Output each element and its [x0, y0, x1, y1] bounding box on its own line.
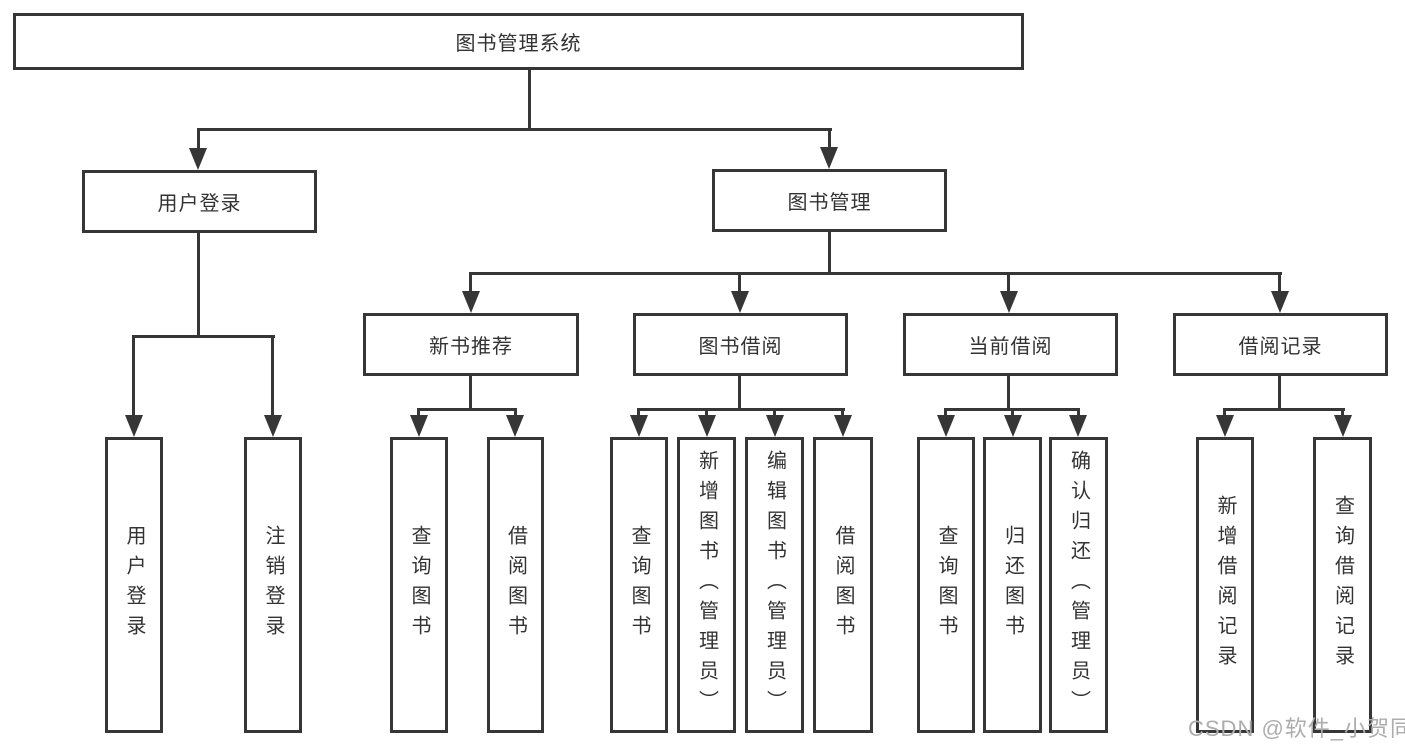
connector-borrow-records-branch	[1223, 408, 1345, 411]
leaf-borrow-books-rec-label: 借阅图书	[504, 525, 527, 645]
connector-root-trunk	[528, 69, 531, 128]
leaf-query-borrow-record-label: 查询借阅记录	[1331, 495, 1354, 675]
connector-e1-drop	[1223, 408, 1226, 418]
connector-borrow-records-trunk	[1278, 376, 1281, 408]
leaf-logout-label: 注销登录	[262, 525, 284, 645]
connector-login-leaf1-drop	[132, 335, 135, 420]
leaf-return-books: 归还图书	[983, 437, 1042, 733]
connector-borrow-records-drop	[1278, 272, 1281, 295]
connector-new-rec-branch	[417, 408, 517, 411]
leaf-confirm-return-admin-label: 确认归还（管理员）	[1067, 450, 1090, 720]
leaf-add-books-admin-label: 新增图书（管理员）	[695, 450, 718, 720]
connector-book-mgmt-trunk	[828, 232, 831, 272]
leaf-return-books-label: 归还图书	[1001, 525, 1024, 645]
connector-c4-drop	[841, 408, 844, 418]
connector-b2-drop	[514, 408, 517, 418]
connector-book-borrow-branch	[637, 408, 845, 411]
connector-e2-drop	[1341, 408, 1344, 418]
leaf-user-login: 用户登录	[105, 437, 163, 733]
arrowhead-user-login	[189, 148, 207, 170]
leaf-query-books-current: 查询图书	[917, 437, 975, 733]
connector-user-login-branch	[132, 335, 275, 338]
leaf-borrow-books-rec: 借阅图书	[487, 437, 544, 733]
connector-user-login-trunk	[197, 233, 200, 335]
node-library-management-system: 图书管理系统	[13, 13, 1024, 70]
connector-c2-drop	[705, 408, 708, 418]
connector-level3-branch	[469, 272, 1282, 275]
node-new-book-recommend: 新书推荐	[363, 313, 579, 376]
node-user-login: 用户登录	[82, 170, 317, 233]
connector-c1-drop	[637, 408, 640, 418]
leaf-query-borrow-record: 查询借阅记录	[1313, 437, 1372, 733]
arrowhead-d3	[1069, 415, 1087, 437]
arrowhead-book-mgmt	[820, 147, 838, 169]
arrowhead-current-borrow	[1000, 291, 1018, 313]
leaf-logout: 注销登录	[244, 437, 302, 733]
arrowhead-e1	[1216, 415, 1234, 437]
leaf-user-login-label: 用户登录	[123, 525, 145, 645]
leaf-borrow-books-label: 借阅图书	[832, 525, 854, 645]
arrowhead-b1	[410, 415, 428, 437]
leaf-edit-books-admin: 编辑图书（管理员）	[745, 437, 804, 733]
arrowhead-d2	[1004, 415, 1022, 437]
arrowhead-book-borrow	[731, 291, 749, 313]
leaf-query-books-rec: 查询图书	[390, 437, 448, 733]
connector-d1-drop	[944, 408, 947, 418]
connector-d3-drop	[1077, 408, 1080, 418]
connector-book-borrow-trunk	[738, 376, 741, 408]
arrowhead-e2	[1334, 415, 1352, 437]
arrowhead-c4	[834, 415, 852, 437]
arrowhead-borrow-records	[1271, 291, 1289, 313]
node-borrowing-records: 借阅记录	[1173, 313, 1388, 376]
connector-user-login-drop	[197, 128, 200, 152]
node-book-management: 图书管理	[712, 169, 947, 232]
leaf-edit-books-admin-label: 编辑图书（管理员）	[763, 450, 786, 720]
leaf-add-borrow-record: 新增借阅记录	[1196, 437, 1254, 733]
arrowhead-c2	[698, 415, 716, 437]
leaf-query-books-current-label: 查询图书	[935, 525, 957, 645]
csdn-watermark: CSDN @软件_小贺同学	[1188, 716, 1405, 741]
leaf-add-borrow-record-label: 新增借阅记录	[1214, 495, 1236, 675]
leaf-borrow-books: 借阅图书	[813, 437, 873, 733]
connector-current-borrow-drop	[1007, 272, 1010, 295]
node-book-borrowing: 图书借阅	[633, 313, 848, 376]
connector-d2-drop	[1011, 408, 1014, 418]
connector-b1-drop	[417, 408, 420, 418]
connector-c3-drop	[773, 408, 776, 418]
leaf-add-books-admin: 新增图书（管理员）	[677, 437, 736, 733]
arrowhead-login-leaf1	[125, 415, 143, 437]
arrowhead-b2	[506, 415, 524, 437]
arrowhead-d1	[937, 415, 955, 437]
leaf-query-books-borrow: 查询图书	[610, 437, 668, 733]
connector-book-mgmt-drop	[828, 128, 831, 152]
leaf-confirm-return-admin: 确认归还（管理员）	[1049, 437, 1108, 733]
connector-level2-branch	[197, 128, 832, 131]
arrowhead-new-rec	[462, 291, 480, 313]
arrowhead-c1	[630, 415, 648, 437]
node-current-borrowing: 当前借阅	[903, 313, 1118, 376]
leaf-query-books-borrow-label: 查询图书	[628, 525, 650, 645]
connector-book-borrow-drop	[738, 272, 741, 295]
leaf-query-books-rec-label: 查询图书	[408, 525, 430, 645]
arrowhead-login-leaf2	[264, 415, 282, 437]
connector-new-rec-trunk	[469, 376, 472, 408]
connector-current-borrow-trunk	[1007, 376, 1010, 408]
connector-login-leaf2-drop	[271, 335, 274, 420]
arrowhead-c3	[766, 415, 784, 437]
connector-new-rec-drop	[469, 272, 472, 295]
